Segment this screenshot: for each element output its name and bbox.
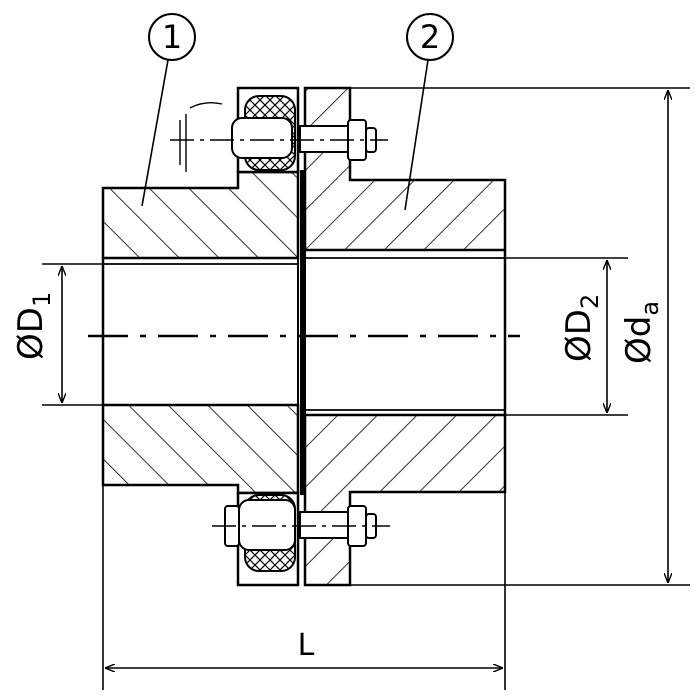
dimension-da-label: Øda bbox=[619, 301, 664, 364]
dimension-d1-label: ØD1 bbox=[11, 292, 56, 360]
hub-1-upper-section bbox=[101, 170, 300, 260]
balloon-2-label: 2 bbox=[420, 18, 440, 56]
balloon-1-label: 1 bbox=[162, 18, 182, 56]
gap-plate bbox=[300, 170, 304, 495]
hub-1-lower-section bbox=[101, 403, 300, 495]
balloon-1: 1 bbox=[141, 13, 196, 207]
dimension-d1 bbox=[42, 263, 103, 406]
dimension-da bbox=[350, 87, 690, 586]
balloon-2: 2 bbox=[404, 13, 454, 211]
dimension-d2-label: ØD2 bbox=[559, 294, 604, 362]
hub-2-upper-section bbox=[303, 86, 507, 252]
bolt-bottom bbox=[212, 499, 390, 551]
dimension-l bbox=[102, 485, 506, 690]
hub-2-lower-section bbox=[303, 413, 507, 587]
dimension-d2 bbox=[505, 257, 628, 416]
bolt-top bbox=[170, 101, 388, 172]
dimension-l-label: L bbox=[298, 628, 315, 663]
